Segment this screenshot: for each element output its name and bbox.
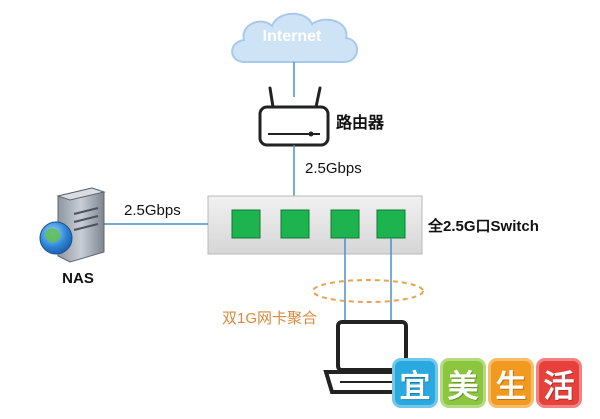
router-label: 路由器 (336, 113, 385, 132)
router-antenna-right (314, 86, 322, 109)
watermark-char-2: 美 (440, 358, 486, 408)
router: 路由器 (258, 86, 385, 147)
switch-port-4 (376, 209, 406, 239)
switch-port-3 (330, 209, 360, 239)
watermark-char-3: 生 (488, 358, 534, 408)
internet-label: Internet (263, 28, 322, 45)
nas-drive-slot-3 (73, 223, 99, 231)
internet-cloud: Internet (231, 12, 358, 63)
nas-drive-slot-2 (73, 215, 99, 223)
watermark: 宜 美 生 活 (392, 358, 584, 408)
watermark-char-4: 活 (536, 358, 582, 408)
globe-landmass (45, 228, 61, 243)
nas: NAS (39, 187, 106, 287)
switch-port-2 (280, 209, 310, 239)
router-icon (258, 105, 330, 147)
cloud-icon (231, 12, 358, 63)
nas-server-top (56, 187, 106, 201)
nas-label: NAS (62, 270, 94, 287)
router-link-speed: 2.5Gbps (305, 160, 362, 177)
watermark-char-1: 宜 (392, 358, 438, 408)
switch-port-1 (231, 209, 261, 239)
nas-link-speed: 2.5Gbps (124, 202, 181, 219)
switch: 全2.5G口Switch (207, 195, 539, 255)
switch-label: 全2.5G口Switch (427, 217, 539, 235)
aggregation-label: 双1G网卡聚合 (222, 310, 317, 327)
router-led (308, 131, 314, 137)
router-antenna-left (268, 86, 275, 109)
aggregation-ellipse (312, 279, 424, 303)
nas-drive-slot-1 (73, 207, 99, 215)
